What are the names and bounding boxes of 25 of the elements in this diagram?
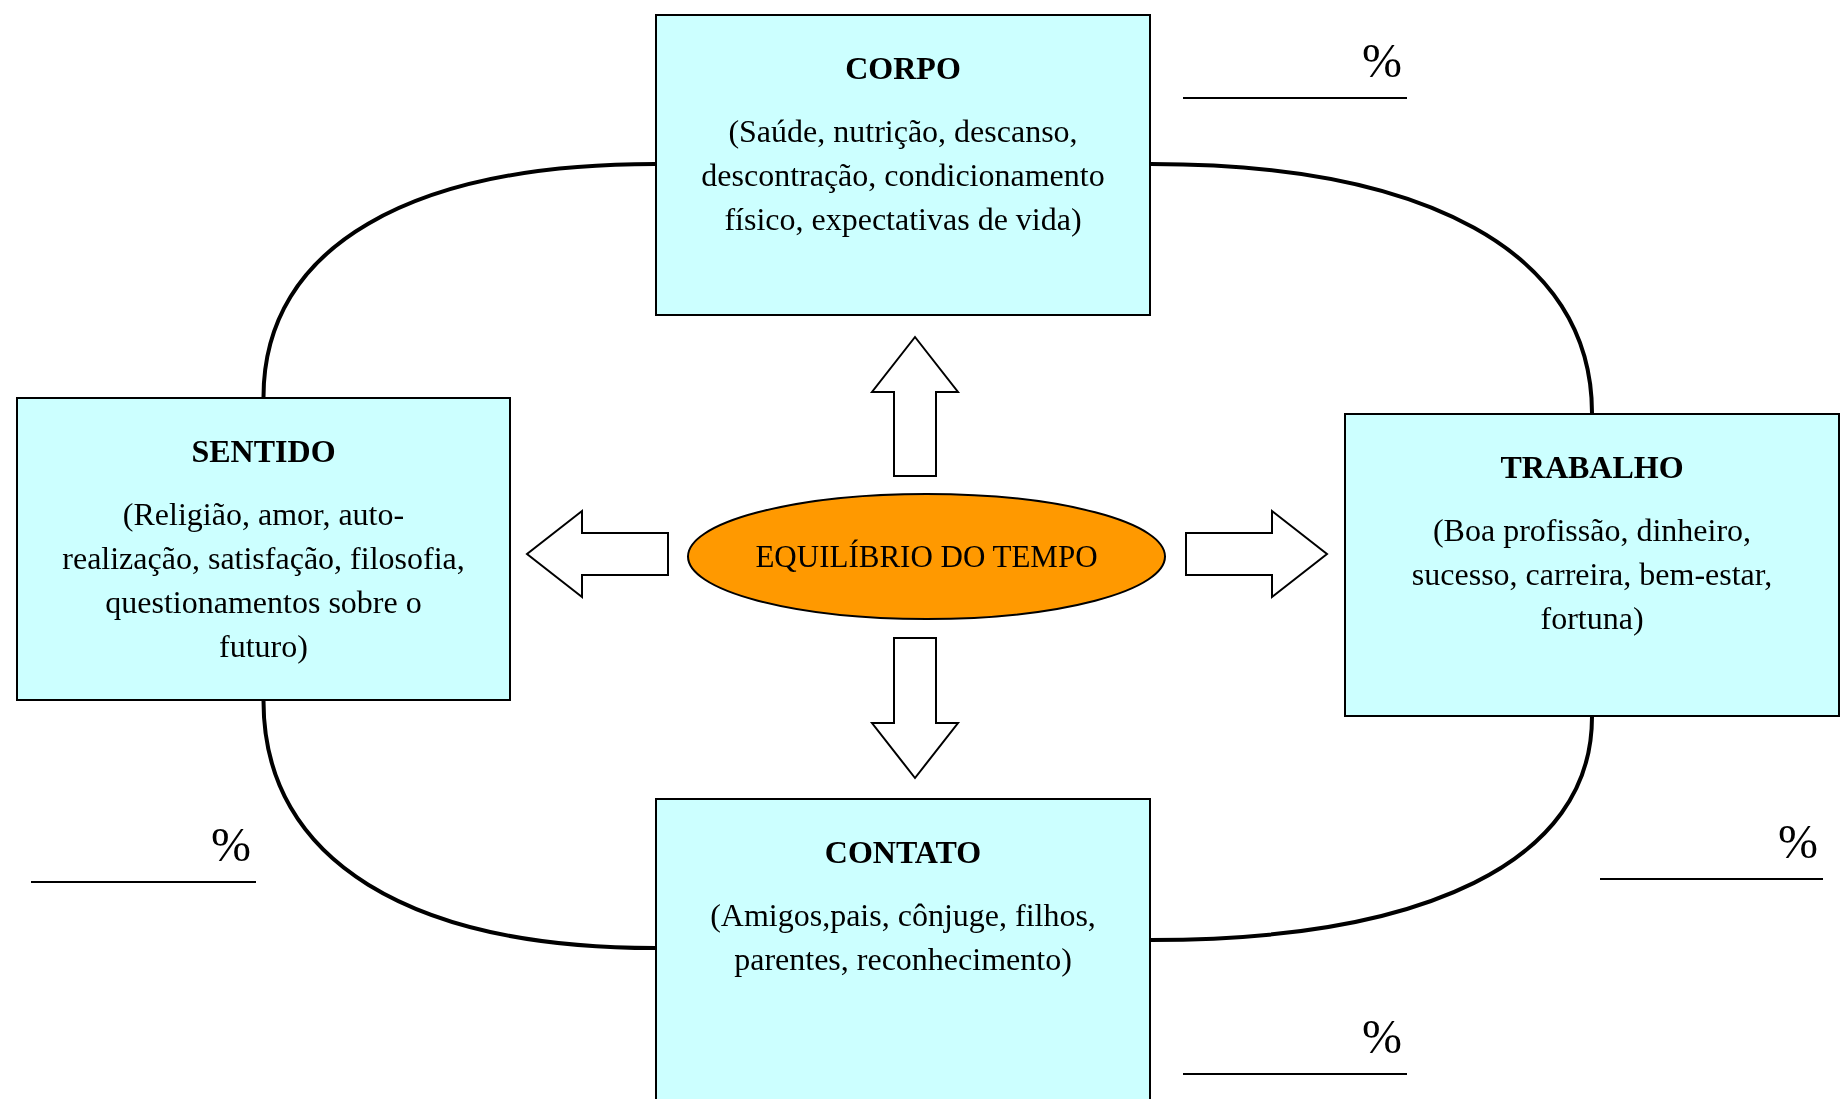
percent-sign: % [1362, 1013, 1402, 1061]
topic-box [655, 14, 1151, 316]
block-arrow [869, 637, 961, 780]
topic-description: (Amigos,pais, cônjuge, filhos, parentes, reconhecimento) [709, 896, 1097, 979]
center-label: EQUILÍBRIO DO TEMPO [755, 538, 1098, 575]
topic-box [1344, 413, 1840, 717]
block-arrow [1185, 508, 1329, 600]
percent-sign: % [1778, 818, 1818, 866]
topic-description: (Boa profissão, dinheiro, sucesso, carreira, bem-estar, fortuna) [1410, 511, 1774, 638]
connector-line [261, 162, 656, 398]
connector-line [261, 700, 656, 950]
connector-line [1150, 162, 1594, 414]
topic-title: SENTIDO [191, 433, 336, 470]
percent-sign: % [211, 821, 251, 869]
topic-title: CORPO [845, 50, 961, 87]
topic-box [16, 397, 511, 701]
percent-sign: % [1362, 37, 1402, 85]
connector-line [1150, 716, 1594, 942]
topic-box [655, 798, 1151, 1099]
topic-title: CONTATO [824, 834, 982, 871]
topic-description: (Saúde, nutrição, descanso, descontração, condicionamento físico, expectativas de vida) [701, 112, 1105, 239]
topic-title: TRABALHO [1500, 449, 1684, 486]
block-arrow [869, 335, 961, 477]
block-arrow [525, 508, 669, 600]
topic-description: (Religião, amor, auto-realização, satisfação, filosofia, questionamentos sobre o futuro) [62, 495, 465, 666]
